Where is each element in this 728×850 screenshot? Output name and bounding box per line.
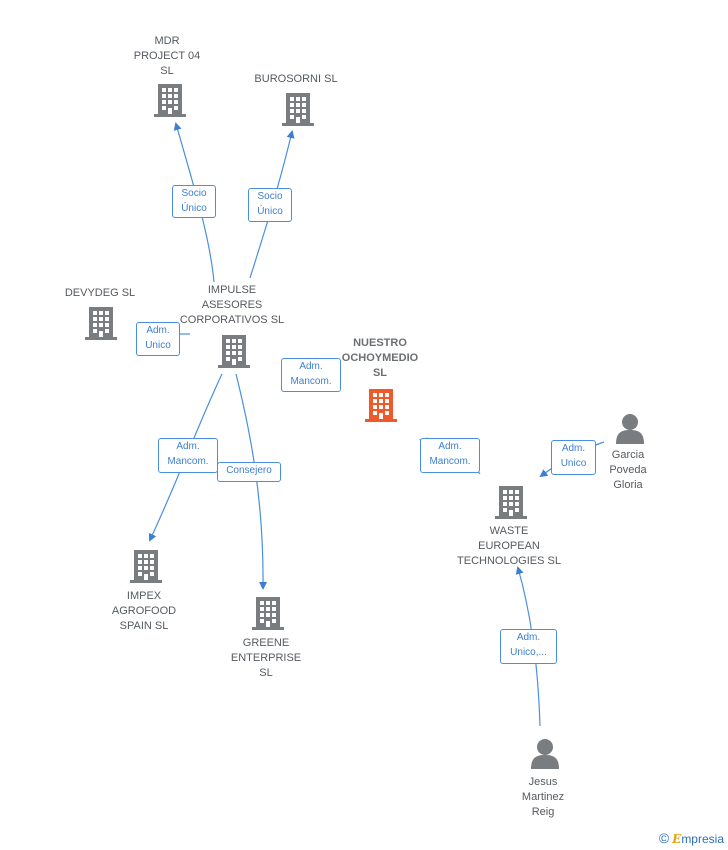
- node-label-jesus[interactable]: Jesus Martinez Reig: [521, 776, 565, 818]
- edge-label-socio-unico: Socio Único: [248, 188, 292, 222]
- edge-label-adm-unico: Adm. Unico: [551, 440, 596, 475]
- edge-label-adm-unico-etc: Adm. Unico,...: [500, 629, 557, 664]
- edge-label-consejero: Consejero: [217, 462, 281, 482]
- edge-label-socio-unico: Socio Único: [172, 185, 216, 218]
- building-icon[interactable]: [365, 389, 397, 422]
- node-label-greene[interactable]: GREENE ENTERPRISE SL: [230, 637, 302, 679]
- brand-name: mpresia: [681, 832, 724, 846]
- node-label-burosorni[interactable]: BUROSORNI SL: [254, 73, 338, 85]
- building-icon[interactable]: [85, 307, 117, 340]
- edge-label-adm-mancom: Adm. Mancom.: [281, 358, 341, 392]
- node-label-waste[interactable]: WASTE EUROPEAN TECHNOLOGIES SL: [457, 525, 561, 567]
- building-icon[interactable]: [130, 550, 162, 583]
- person-icon[interactable]: [531, 739, 559, 769]
- building-icon[interactable]: [252, 597, 284, 630]
- node-label-impex[interactable]: IMPEX AGROFOOD SPAIN SL: [111, 590, 177, 632]
- node-label-devydeg[interactable]: DEVYDEG SL: [64, 287, 136, 299]
- empresia-brand: ©Empresia: [659, 830, 724, 846]
- node-label-garcia[interactable]: Garcia Poveda Gloria: [609, 449, 647, 491]
- building-icon[interactable]: [282, 93, 314, 126]
- building-icon[interactable]: [154, 84, 186, 117]
- node-label-impulse[interactable]: IMPULSE ASESORES CORPORATIVOS SL: [179, 284, 285, 326]
- edge-label-adm-unico: Adm. Unico: [136, 322, 180, 356]
- node-label-nuestro[interactable]: NUESTRO OCHOYMEDIO SL: [341, 337, 419, 379]
- node-label-mdr[interactable]: MDR PROJECT 04 SL: [133, 35, 201, 77]
- edge-label-adm-mancom: Adm. Mancom.: [420, 438, 480, 473]
- person-icon[interactable]: [616, 414, 644, 444]
- edge-label-adm-mancom: Adm. Mancom.: [158, 438, 218, 473]
- building-icon[interactable]: [495, 486, 527, 519]
- brand-initial: E: [672, 832, 682, 846]
- building-icon[interactable]: [218, 335, 250, 368]
- copyright-icon: ©: [658, 830, 670, 846]
